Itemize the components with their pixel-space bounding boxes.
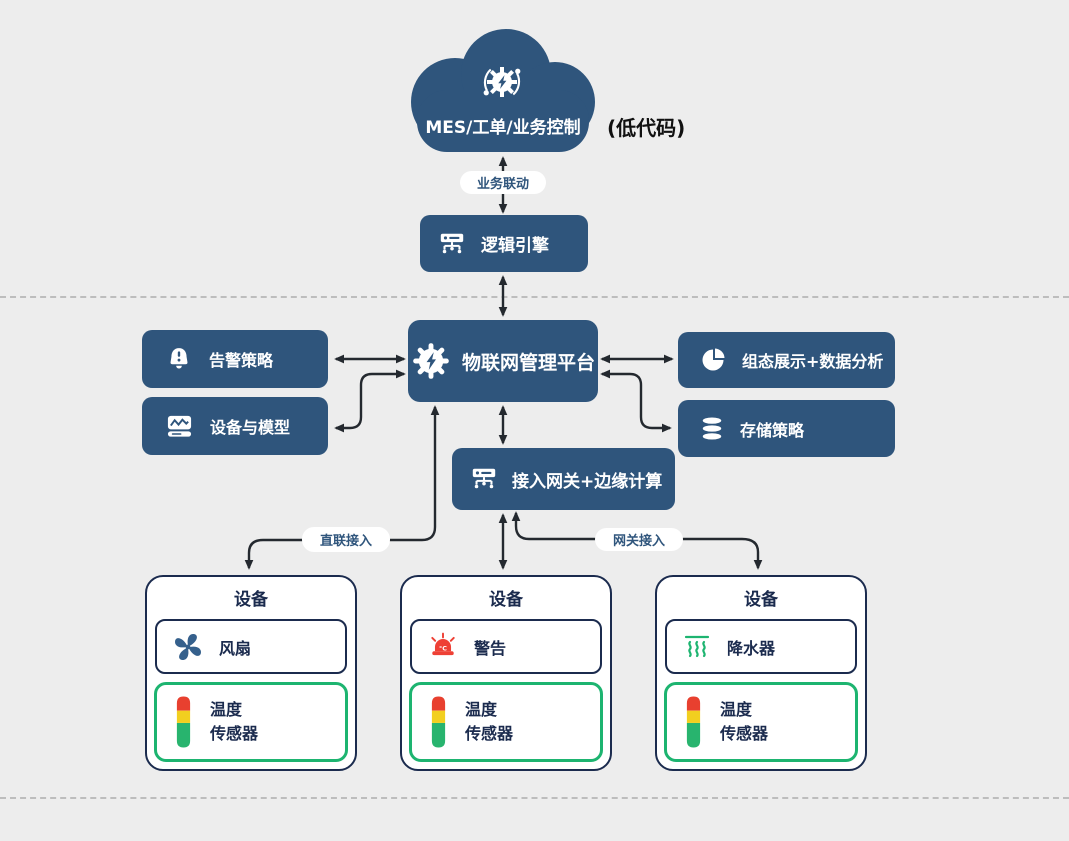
direct-access-label: 直联接入 [302, 527, 390, 552]
sensor-label-line1: 温度 [720, 700, 753, 719]
top-dashed-separator [0, 296, 1069, 298]
direct-access-text: 直联接入 [319, 534, 372, 549]
connector-model-platform [334, 369, 406, 433]
visualization-node: 组态展示+数据分析 [678, 332, 895, 388]
business-link-label: 业务联动 [460, 171, 546, 194]
pie-chart-icon [702, 348, 725, 371]
sprinkler-label: 降水器 [727, 638, 776, 658]
sensor-label-line1: 温度 [465, 700, 498, 719]
device-card-title: 设备 [744, 590, 778, 610]
siren-subbox: °C 警告 [410, 619, 602, 674]
storage-policy-label: 存储策略 [740, 420, 805, 440]
connector-platform-storage [600, 369, 672, 433]
flow-controller-icon [472, 468, 496, 489]
fan-label: 风扇 [219, 638, 252, 658]
gear-burst-icon [413, 343, 449, 379]
alarm-policy-node: 告警策略 [142, 330, 328, 388]
database-icon [702, 417, 722, 440]
siren-icon: °C [431, 632, 455, 655]
device-card-sprinkler: 设备 降水器 温度 传感器 [655, 575, 867, 771]
device-card-fan: 设备 风扇 温度 传感器 [145, 575, 357, 771]
alarm-bell-icon [170, 348, 188, 369]
temperature-sensor-label: 温度 传感器 [465, 698, 513, 746]
sensor-label-line1: 温度 [210, 700, 243, 719]
cloud-label: MES/工单/业务控制 [425, 118, 581, 138]
flow-controller-icon [440, 233, 464, 253]
temperature-sensor-label: 温度 传感器 [210, 698, 258, 746]
temperature-sensor-subbox: 温度 传感器 [154, 682, 348, 762]
gateway-label: 接入网关+边缘计算 [512, 471, 663, 492]
sprinkler-subbox: 降水器 [665, 619, 857, 674]
tower-light-icon [176, 696, 191, 748]
device-card-title: 设备 [489, 590, 523, 610]
gateway-access-text: 网关接入 [612, 534, 665, 549]
device-card-title: 设备 [234, 590, 268, 610]
siren-icon-text: °C [439, 644, 447, 652]
sensor-label-line2: 传感器 [210, 724, 259, 743]
siren-label: 警告 [474, 638, 507, 658]
low-code-note: (低代码) [607, 116, 686, 140]
device-card-siren: 设备 °C 警告 温度 传感器 [400, 575, 612, 771]
device-model-node: 设备与模型 [142, 397, 328, 455]
storage-policy-node: 存储策略 [678, 400, 895, 457]
automation-gear-icon [483, 67, 521, 97]
fan-icon [175, 633, 201, 660]
visualization-label: 组态展示+数据分析 [742, 352, 884, 371]
business-link-text: 业务联动 [476, 177, 529, 192]
sensor-label-line2: 传感器 [720, 724, 769, 743]
gateway-node: 接入网关+边缘计算 [452, 448, 675, 510]
gateway-access-label: 网关接入 [595, 528, 683, 551]
iot-platform-node: 物联网管理平台 [408, 320, 598, 402]
alarm-policy-label: 告警策略 [209, 351, 274, 370]
sensor-label-line2: 传感器 [465, 724, 514, 743]
fan-subbox: 风扇 [155, 619, 347, 674]
iot-platform-label: 物联网管理平台 [461, 351, 595, 374]
logic-engine-label: 逻辑引擎 [481, 236, 549, 256]
tower-light-icon [431, 696, 446, 748]
temperature-sensor-label: 温度 传感器 [720, 698, 768, 746]
tower-light-icon [686, 696, 701, 748]
temperature-sensor-subbox: 温度 传感器 [664, 682, 858, 762]
bottom-dashed-separator [0, 797, 1069, 799]
logic-engine-node: 逻辑引擎 [420, 215, 588, 272]
cloud-shape [411, 29, 595, 152]
device-model-label: 设备与模型 [210, 418, 291, 437]
temperature-sensor-subbox: 温度 传感器 [409, 682, 603, 762]
sprinkler-icon [684, 635, 710, 657]
device-screen-icon [167, 415, 192, 437]
